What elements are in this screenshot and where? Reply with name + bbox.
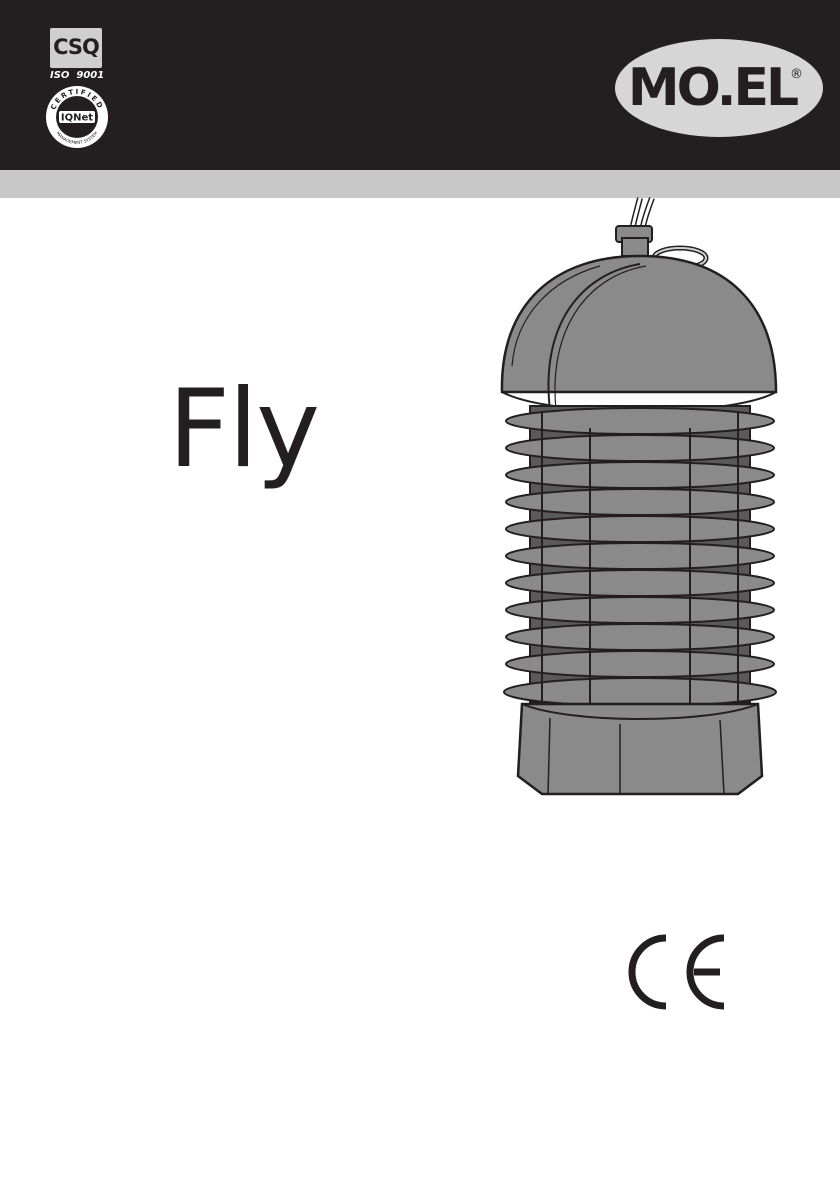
csq-label: CSQ bbox=[50, 35, 102, 59]
csq-badge: CSQ bbox=[50, 28, 102, 68]
grill-rings bbox=[504, 408, 776, 706]
registered-mark: ® bbox=[790, 67, 803, 82]
iqnet-label: IQNet bbox=[61, 113, 93, 124]
insect-killer-lamp-illustration bbox=[490, 196, 790, 816]
ce-mark-text: CE bbox=[614, 932, 616, 933]
product-title: Fly bbox=[168, 376, 318, 484]
iqnet-certified-badge: CERTIFIED IQNet MANAGEMENT SYSTEM bbox=[44, 84, 110, 150]
iso-standard-label: ISO 9001 bbox=[50, 70, 114, 81]
ce-conformity-mark: CE bbox=[614, 932, 734, 1012]
moel-logo: MO.EL ® bbox=[614, 38, 824, 138]
moel-logo-text: MO.EL bbox=[628, 58, 798, 118]
grey-band bbox=[0, 170, 840, 198]
